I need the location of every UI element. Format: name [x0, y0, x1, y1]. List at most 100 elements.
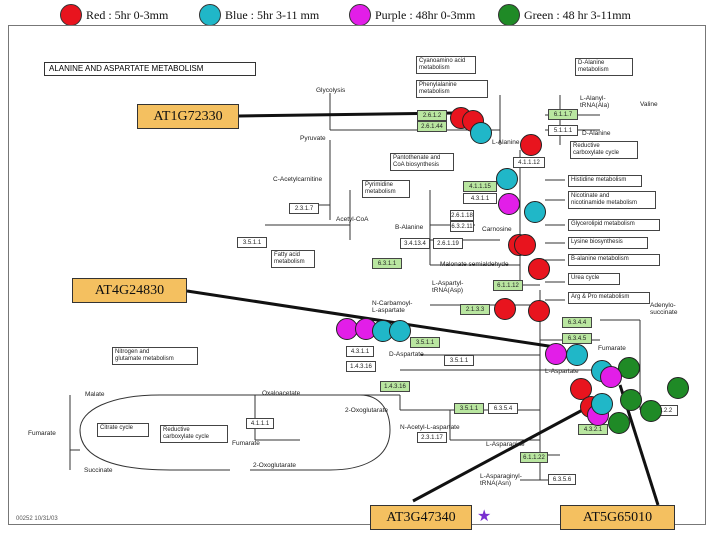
d-aspartate-label: D-Aspartate — [389, 351, 424, 358]
ec-box[interactable]: 2.6.1.18 — [450, 210, 474, 221]
ec-box[interactable]: 6.3.5.4 — [488, 403, 518, 414]
fumarate-bottom-label: Fumarate — [232, 440, 260, 447]
ec-box[interactable]: 4.3.1.1 — [346, 346, 374, 357]
pantothenate-box[interactable]: Pantothenate and CoA biosynthesis — [390, 153, 454, 171]
fumarate-right-label: Fumarate — [598, 345, 626, 352]
nicotinate-box[interactable]: Nicotinate and nicotinamide metabolism — [568, 191, 656, 209]
expression-circle — [524, 201, 546, 223]
ec-box[interactable]: 3.5.1.1 — [454, 403, 484, 414]
cacetyl-label: C-Acetylcarnitine — [273, 176, 323, 183]
d-alanine-metabolism-box[interactable]: D-Alanine metabolism — [575, 58, 633, 76]
ec-box[interactable]: 1.4.3.16 — [346, 361, 376, 372]
ec-box[interactable]: 4.1.1.1 — [246, 418, 274, 429]
pathway-map — [8, 25, 706, 525]
valine-label: Valine — [640, 101, 658, 108]
legend-label: Purple : 48hr 0-3mm — [375, 7, 476, 22]
pyrimidine-box[interactable]: Pyrimidine metabolism — [362, 180, 410, 198]
beta-alanine-box[interactable]: B-alanine metabolism — [568, 254, 660, 266]
histidine-box[interactable]: Histidine metabolism — [568, 175, 642, 187]
malate-label: Malate — [85, 391, 105, 398]
expression-circle — [620, 389, 642, 411]
carnosine-label: Carnosine — [482, 226, 512, 233]
expression-circle — [389, 320, 411, 342]
l-aspartate-label: L-Aspartate — [545, 368, 579, 375]
legend-item-red: Red : 5hr 0-3mm — [60, 4, 168, 26]
ec-box[interactable]: 6.3.2.11 — [450, 221, 474, 232]
ec-box[interactable]: 2.6.1.19 — [433, 238, 463, 249]
ec-box[interactable]: 4.1.1.12 — [513, 157, 545, 168]
fatty-acid-box[interactable]: Fatty acid metabolism — [271, 250, 315, 268]
phenylalanine-box[interactable]: Phenylalanine metabolism — [416, 80, 488, 98]
ec-box[interactable]: 2.6.1.2 — [417, 110, 447, 121]
succinate-label: Succinate — [84, 467, 113, 474]
ec-box[interactable]: 6.3.5.6 — [548, 474, 576, 485]
expression-circle — [608, 412, 630, 434]
ec-box[interactable]: 1.4.3.16 — [380, 381, 410, 392]
lysine-box[interactable]: Lysine biosynthesis — [568, 237, 648, 249]
adenylosuccinate-label: Adenylo- succinate — [650, 302, 678, 316]
pyruvate-label: Pyruvate — [300, 135, 326, 142]
acetylcoa-label: Acetyl-CoA — [336, 216, 369, 223]
reductive-cycle-box[interactable]: Reductive carboxylate cycle — [160, 425, 228, 443]
expression-circle — [470, 122, 492, 144]
lalanine-label: L-Alanine — [492, 139, 520, 146]
ec-box[interactable]: 6.1.1.22 — [520, 452, 548, 463]
ec-box[interactable]: 6.1.1.12 — [493, 280, 523, 291]
ec-box[interactable]: 5.1.1.1 — [548, 125, 578, 136]
arg-pro-box[interactable]: Arg & Pro metabolism — [568, 292, 650, 304]
ec-box[interactable]: 6.3.1.1 — [372, 258, 402, 269]
ec-box[interactable]: 2.3.1.17 — [417, 432, 447, 443]
legend-label: Green : 48 hr 3-11mm — [524, 7, 631, 22]
legend-item-purple: Purple : 48hr 0-3mm — [349, 4, 475, 26]
oxaloacetate-label: Oxaloacetate — [262, 390, 301, 397]
expression-circle — [494, 298, 516, 320]
urea-cycle-box[interactable]: Urea cycle — [568, 273, 620, 285]
expression-circle — [528, 258, 550, 280]
ec-box[interactable]: 3.5.1.1 — [410, 337, 440, 348]
expression-circle — [496, 168, 518, 190]
aspartyl-trna-label: L-Aspartyl- tRNA(Asp) — [432, 280, 464, 294]
expression-circle — [520, 134, 542, 156]
ec-box[interactable]: 4.3.2.1 — [578, 424, 608, 435]
expression-circle — [498, 193, 520, 215]
n-acetyl-aspartate-label: N-Acetyl-L-aspartate — [400, 424, 460, 431]
ec-box[interactable]: 3.4.13.4 — [400, 238, 430, 249]
expression-circle — [514, 234, 536, 256]
ec-box[interactable]: 6.3.4.5 — [562, 333, 592, 344]
map-title: ALANINE AND ASPARTATE METABOLISM — [44, 62, 256, 76]
glycolysis-label: Glycolysis — [316, 87, 346, 94]
malonate-label: Malonate semialdehyde — [440, 261, 509, 268]
expression-circle — [545, 343, 567, 365]
dalanine-label: D-Alanine — [582, 130, 611, 137]
ec-box[interactable]: 6.1.1.7 — [548, 109, 578, 120]
reductive-cycle-top-box[interactable]: Reductive carboxylate cycle — [570, 141, 638, 159]
ec-box[interactable]: 2.3.1.7 — [289, 203, 319, 214]
expression-circle — [591, 393, 613, 415]
ec-box[interactable]: 4.1.1.15 — [463, 181, 497, 192]
nitrogen-box[interactable]: Nitrogen and glutamate metabolism — [112, 347, 198, 365]
fumarate-label: Fumarate — [28, 430, 56, 437]
b-alanine-label: B-Alanine — [395, 224, 424, 231]
expression-circle — [600, 366, 622, 388]
ec-box[interactable]: 4.3.1.1 — [463, 193, 497, 204]
map-footer: 00252 10/31/03 — [16, 516, 58, 522]
legend-label: Blue : 5hr 3-11 mm — [225, 7, 320, 22]
ec-box[interactable]: 6.3.4.4 — [562, 317, 592, 328]
ec-box[interactable]: 2.6.1.44 — [417, 121, 447, 132]
ec-box[interactable]: 3.5.1.1 — [237, 237, 267, 248]
expression-circle — [566, 344, 588, 366]
star-icon: ★ — [477, 508, 492, 525]
legend: Red : 5hr 0-3mm Blue : 5hr 3-11 mm Purpl… — [0, 2, 720, 28]
n-carbamoyl-label: N-Carbamoyl- L-aspartate — [372, 300, 413, 314]
ec-box[interactable]: 2.1.3.3 — [460, 304, 490, 315]
citrate-cycle-box[interactable]: Citrate cycle — [97, 423, 149, 437]
cyanoamino-box[interactable]: Cyanoamino acid metabolism — [416, 56, 476, 74]
asparagine-label: L-Asparagine — [486, 441, 525, 448]
glycerolipid-box[interactable]: Glycerolipid metabolism — [568, 219, 660, 231]
oxoglutarate-label: 2-Oxoglutarate — [253, 462, 296, 469]
alanyl-trna-label: L-Alanyl- tRNA(Ala) — [580, 95, 610, 109]
ec-box[interactable]: 3.5.1.1 — [444, 355, 474, 366]
callout-at1g72330: AT1G72330 — [137, 104, 239, 129]
oxoglutarate-mid-label: 2-Oxoglutarate — [345, 407, 388, 414]
